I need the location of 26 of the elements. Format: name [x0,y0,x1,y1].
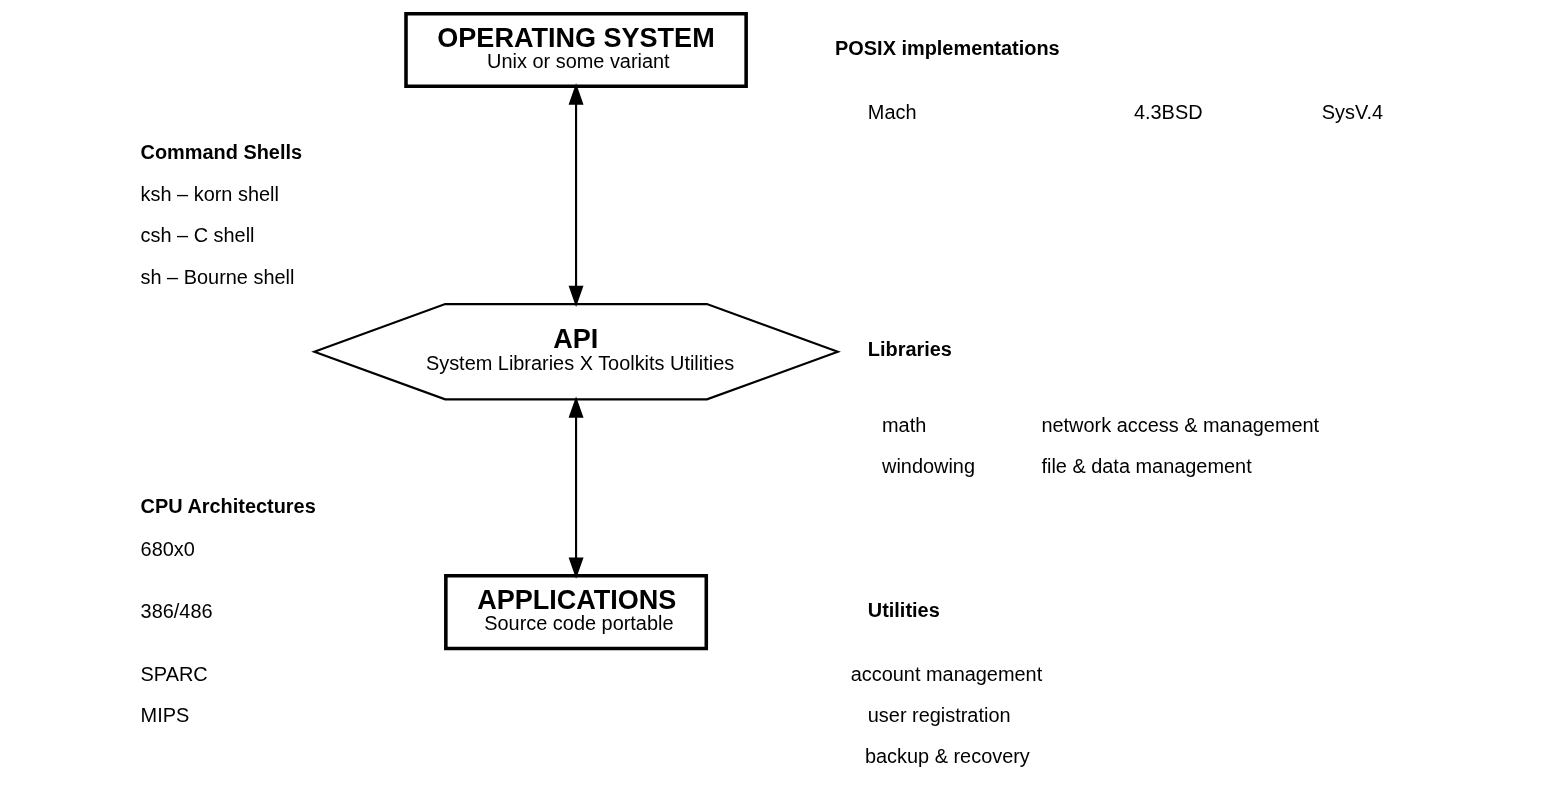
label: SPARC [140,662,208,685]
label: math [882,413,927,436]
label: csh – C shell [140,224,255,247]
arrow [568,83,584,308]
label: SysV.4 [1321,100,1384,123]
label: 4.3BSD [1133,100,1203,123]
label: Libraries [867,338,952,361]
label: POSIX implementations [835,36,1060,59]
label: ksh – korn shell [140,183,279,206]
label: user registration [867,704,1011,726]
label: 386/486 [140,600,213,623]
label: CPU Architectures [140,494,316,517]
label: network access & management [1041,413,1320,436]
label: 680x0 [140,537,195,560]
arrow [568,396,584,579]
label: windowing [882,454,975,477]
label: MIPS [140,704,190,726]
node-box: OPERATING SYSTEM Unix or some variant [404,12,748,89]
label: backup & recovery [864,745,1030,768]
label: sh – Bourne shell [140,265,295,288]
node-box: APPLICATIONS Source code portable [444,574,709,651]
label: file & data management [1041,454,1252,477]
label: Mach [867,100,917,123]
label: Command Shells [140,140,303,163]
label: Utilities [867,598,940,621]
label: account management [850,662,1043,685]
